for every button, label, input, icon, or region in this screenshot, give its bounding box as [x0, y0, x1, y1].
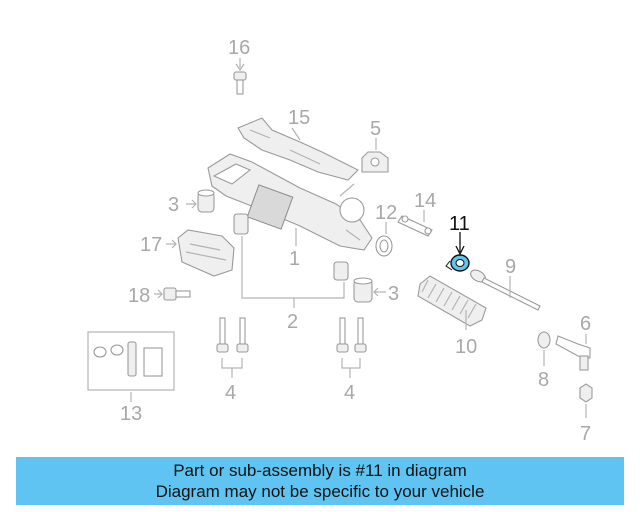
part-3-bushing-left[interactable]	[186, 189, 215, 213]
part-13-kit[interactable]	[87, 331, 175, 402]
part-7-nut[interactable]	[579, 383, 593, 418]
callout-16: 16	[228, 37, 250, 59]
banner-line-2: Diagram may not be specific to your vehi…	[155, 482, 485, 501]
part-4-bolts-right[interactable]	[336, 317, 367, 378]
callout-14: 14	[414, 190, 436, 212]
part-2-bushing[interactable]	[233, 213, 349, 308]
part-18-bolt[interactable]	[154, 287, 191, 301]
part-15-heat-shield[interactable]	[237, 117, 359, 181]
part-14-bracket[interactable]	[397, 210, 433, 237]
callout-7: 7	[580, 423, 591, 445]
part-10-boot[interactable]	[417, 275, 487, 330]
callout-18: 18	[128, 285, 150, 307]
callout-12: 12	[375, 202, 397, 224]
callout-5: 5	[370, 118, 381, 140]
callout-9: 9	[505, 256, 516, 278]
part-16-bolt[interactable]	[233, 58, 247, 95]
part-1-steering-rack[interactable]	[207, 153, 373, 251]
callout-1: 1	[289, 248, 300, 270]
info-banner: Part or sub-assembly is #11 in diagram D…	[16, 457, 624, 505]
part-5-mount[interactable]	[361, 138, 389, 173]
callout-4-right: 4	[344, 382, 355, 404]
part-9-inner-tie-rod[interactable]	[469, 268, 541, 311]
part-8-nut[interactable]	[537, 331, 551, 366]
part-11-clamp-highlighted[interactable]	[445, 232, 470, 272]
part-17-cover[interactable]	[166, 229, 235, 277]
part-12-clamp[interactable]	[375, 222, 393, 257]
callout-8: 8	[538, 369, 549, 391]
callout-3-left: 3	[168, 194, 179, 216]
part-3-bushing-right[interactable]	[353, 277, 386, 303]
callout-13: 13	[120, 403, 142, 425]
callout-15: 15	[288, 107, 310, 129]
callout-17: 17	[140, 234, 162, 256]
callout-6: 6	[580, 313, 591, 335]
part-4-bolts-left[interactable]	[216, 317, 249, 378]
callout-2: 2	[287, 311, 298, 333]
callout-3-right: 3	[388, 283, 399, 305]
banner-line-1: Part or sub-assembly is #11 in diagram	[173, 461, 467, 480]
callout-4-left: 4	[225, 382, 236, 404]
part-6-tie-rod-end[interactable]	[555, 334, 591, 371]
callout-11: 11	[449, 213, 470, 235]
callout-10: 10	[455, 336, 477, 358]
